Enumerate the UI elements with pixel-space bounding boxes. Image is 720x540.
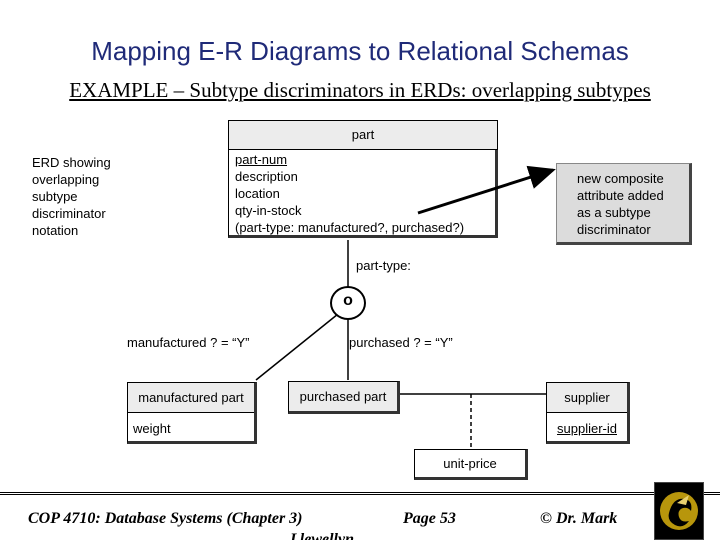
erd-note-line: notation [32,223,79,238]
supplier-entity: supplier supplier-id [546,382,630,444]
university-logo-icon [654,482,704,540]
discriminator-label: part-type: [356,258,411,273]
overlap-symbol: o [343,292,353,309]
new-attr-line: attribute added [577,188,664,203]
footer [0,492,720,540]
weight-attribute: weight [133,421,171,436]
part-num-attribute: part-num [235,152,288,167]
qty-in-stock-attribute: qty-in-stock [235,203,302,218]
supplier-id-attribute: supplier-id [557,421,617,436]
manufactured-part-entity: manufactured part weight [127,382,257,444]
new-attr-line: discriminator [577,222,651,237]
footer-author: © Dr. Mark [540,510,618,527]
purchased-part-entity: purchased part [288,381,400,414]
new-attr-line: as a subtype [577,205,651,220]
erd-note-line: discriminator [32,206,106,221]
new-attr-line: new composite [577,171,664,186]
purchased-part-name: purchased part [299,389,387,404]
erd-note-line: ERD showing [32,155,111,170]
supplier-name: supplier [547,383,627,413]
part-type-attribute: (part-type: manufactured?, purchased?) [235,220,465,235]
new-attribute-note: new composite attribute added as a subty… [556,163,692,245]
footer-author-continued: Llewellyn [290,531,354,540]
slide-subtitle: EXAMPLE – Subtype discriminators in ERDs… [69,78,651,102]
unit-price-box: unit-price [414,449,528,480]
erd-note: ERD showing overlapping subtype discrimi… [32,154,111,239]
erd-note-line: overlapping [32,172,100,187]
overlap-circle: o [330,286,366,320]
location-attribute: location [235,186,280,201]
purchased-condition: purchased ? = “Y” [349,335,453,350]
footer-course: COP 4710: Database Systems (Chapter 3) [28,510,303,527]
part-entity-name: part [228,120,498,150]
manufactured-condition: manufactured ? = “Y” [127,335,250,350]
manufactured-line [255,313,339,381]
part-entity-attributes: part-num description location qty-in-sto… [228,150,498,238]
erd-note-line: subtype [32,189,78,204]
manufactured-part-name: manufactured part [128,383,254,413]
slide-title: Mapping E-R Diagrams to Relational Schem… [91,36,629,66]
footer-page: Page 53 [403,510,456,527]
description-attribute: description [235,169,298,184]
annotation-arrow [417,165,556,215]
unit-price-attribute: unit-price [443,456,497,471]
